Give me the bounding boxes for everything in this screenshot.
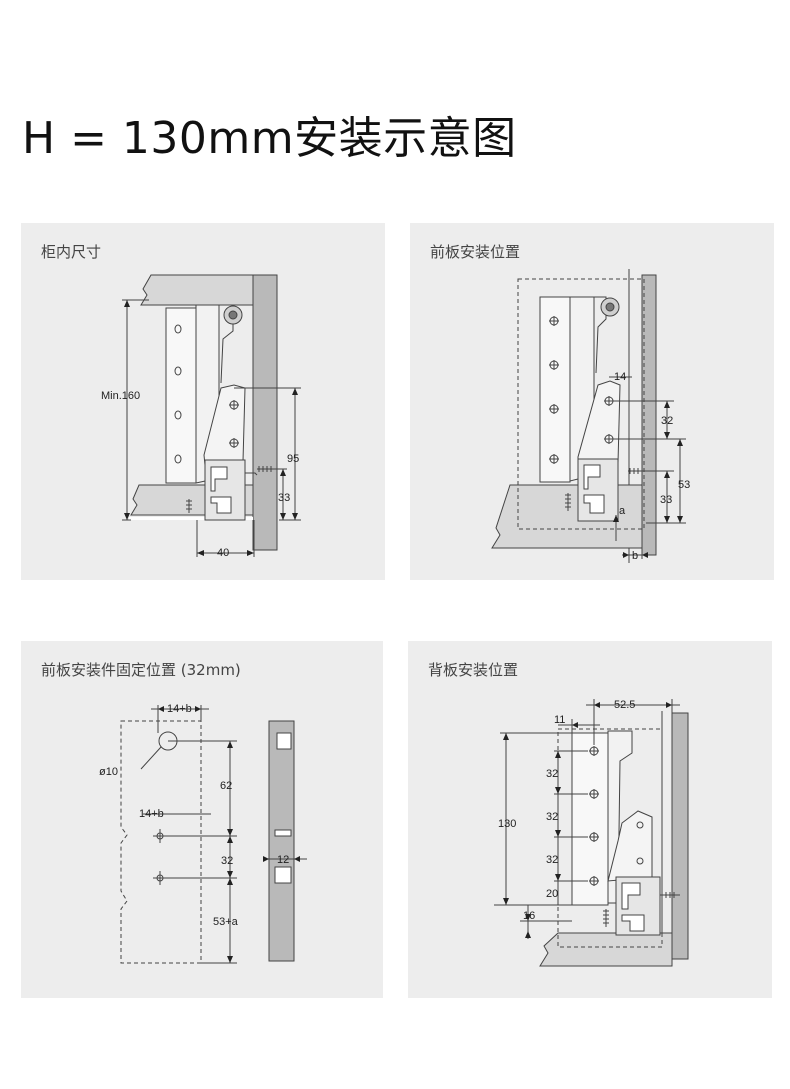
dim-40: 40 — [217, 547, 229, 559]
dim-95: 95 — [287, 453, 299, 465]
dim-52-5: 52.5 — [614, 699, 635, 711]
dim-33: 33 — [278, 492, 290, 504]
dim-min-height: Min.160 — [101, 390, 140, 402]
dim-32: 32 — [221, 855, 233, 867]
dim-11: 11 — [554, 714, 565, 726]
panel-cabinet-inner-size: 柜内尺寸 — [21, 223, 385, 580]
dim-14b-mid: 14+b — [139, 808, 164, 820]
panel-label: 前板安装位置 — [430, 243, 521, 261]
dim-130: 130 — [498, 818, 516, 830]
back-panel-position-diagram: 52.5 11 130 32 32 32 20 16 — [494, 699, 689, 967]
dim-diameter: ø10 — [99, 766, 118, 778]
dim-14b-top: 14+b — [167, 703, 192, 715]
dim-16: 16 — [523, 910, 535, 922]
dim-32-b: 32 — [546, 811, 558, 823]
dim-32: 32 — [661, 415, 673, 427]
front-bracket-fixing-diagram: 14+b ø10 62 14+b 32 53+a 12 — [99, 703, 307, 964]
dim-32-c: 32 — [546, 854, 558, 866]
dim-32-a: 32 — [546, 768, 558, 780]
panel-label: 背板安装位置 — [428, 661, 519, 679]
dim-62: 62 — [220, 780, 232, 792]
panel-front-bracket-fixing-position: 前板安装件固定位置 (32mm) — [21, 641, 383, 998]
dim-53: 53 — [678, 479, 690, 491]
cabinet-inner-size-diagram: Min.160 95 33 40 — [101, 274, 301, 559]
front-panel-position-diagram: 14 32 53 33 a b — [491, 269, 690, 563]
dim-12: 12 — [277, 854, 289, 866]
dim-20: 20 — [546, 888, 558, 900]
panel-back-panel-position: 背板安装位置 — [408, 641, 772, 998]
panel-label: 柜内尺寸 — [41, 243, 102, 261]
dim-33: 33 — [660, 494, 672, 506]
page-title: H = 130mm安装示意图 — [22, 113, 517, 164]
panel-label: 前板安装件固定位置 (32mm) — [41, 661, 241, 679]
dim-53a: 53+a — [213, 916, 239, 928]
dim-14: 14 — [614, 371, 626, 383]
dim-a: a — [619, 505, 626, 517]
dim-b: b — [632, 550, 638, 562]
panel-front-panel-position: 前板安装位置 — [410, 223, 774, 580]
